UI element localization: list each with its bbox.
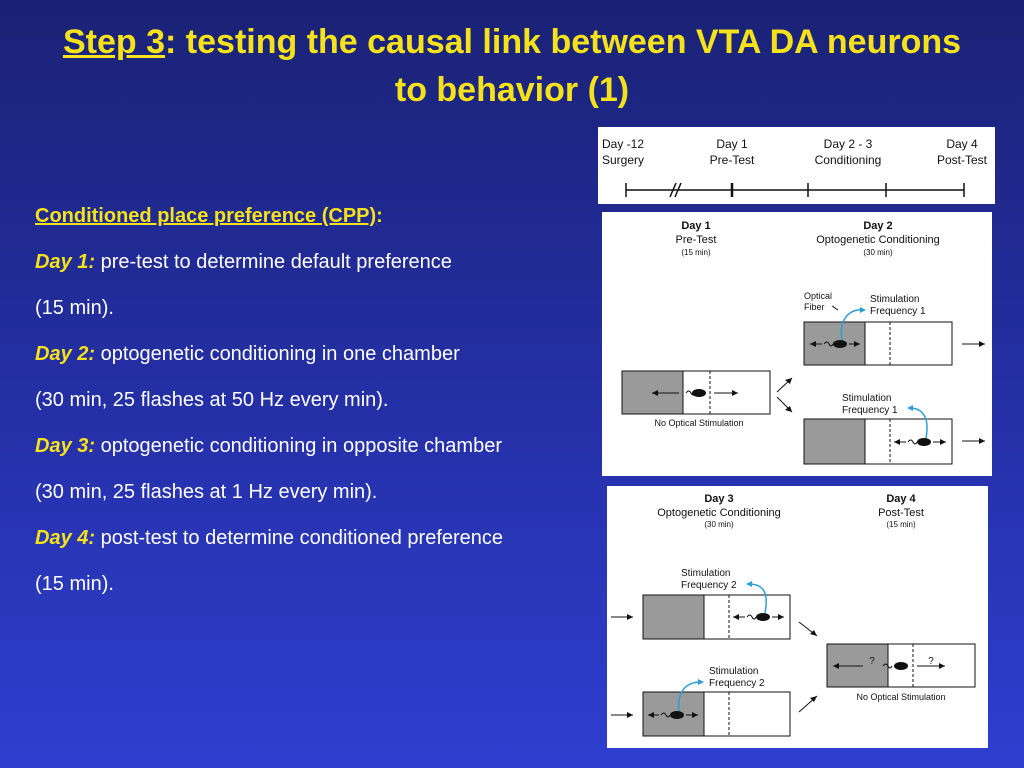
day3-cont: (30 min, 25 flashes at 1 Hz every min). [35, 481, 378, 503]
fig1-day2-bottom-chamber [803, 418, 953, 465]
fig2-day3-dur: (30 min) [704, 520, 734, 529]
fig2-question-left: ? [869, 656, 875, 667]
timeline-axis [625, 182, 965, 198]
cpp-heading: Conditioned place preference (CPP): [35, 205, 383, 227]
day2-line: Day 2: optogenetic conditioning in one c… [35, 343, 460, 365]
slide-title: Step 3: testing the causal link between … [10, 18, 1014, 114]
fig1-stim-top-b: Frequency 1 [870, 306, 926, 317]
fig1-day1-title: Day 1 [681, 220, 710, 232]
timeline-label-2a: Day 1 [716, 137, 748, 151]
fig1-day2-sub: Optogenetic Conditioning [816, 234, 940, 246]
timeline-figure: Day -12 Surgery Day 1 Pre-Test Day 2 - 3… [598, 127, 995, 204]
step-label: Step 3 [62, 23, 166, 61]
fig2-day4-dur: (15 min) [886, 520, 916, 529]
fig1-day2-title: Day 2 [863, 220, 892, 232]
fig1-optical-fiber-label-b: Fiber [804, 302, 825, 312]
mouse-icon [670, 711, 684, 719]
timeline-label-4b: Post-Test [937, 153, 988, 167]
timeline-label-1b: Surgery [602, 153, 644, 167]
timeline-label-4a: Day 4 [946, 137, 978, 151]
mouse-icon [692, 389, 706, 397]
title-line-1: Step 3: testing the causal link between … [10, 18, 1014, 66]
day3-line: Day 3: optogenetic conditioning in oppos… [35, 435, 502, 457]
fig2-day3-title: Day 3 [704, 493, 733, 505]
fig2-day3-bottom-chamber [642, 691, 791, 737]
fig1-stim-bottom-a: Stimulation [842, 393, 891, 404]
fig1-day1-sub: Pre-Test [676, 234, 717, 246]
title-line-1-rest: : testing the causal link between VTA DA… [165, 23, 962, 61]
timeline-label-1a: Day -12 [602, 137, 644, 151]
mouse-icon [894, 662, 908, 670]
fig1-stim-top-a: Stimulation [870, 294, 919, 305]
fig1-no-stim-label: No Optical Stimulation [654, 418, 743, 428]
day4-cont: (15 min). [35, 573, 114, 595]
fig2-no-stim-label: No Optical Stimulation [856, 692, 945, 702]
title-line-2: to behavior (1) [394, 71, 630, 109]
fig1-day2-top-chamber [803, 321, 953, 366]
conditioning-figure-day1-day2: Day 1 Pre-Test (15 min) Day 2 Optogeneti… [602, 212, 992, 476]
mouse-icon [833, 340, 847, 348]
day1-cont: (15 min). [35, 297, 114, 319]
protocol-text: Conditioned place preference (CPP): Day … [35, 200, 605, 614]
fig2-stim-bottom-a: Stimulation [709, 666, 758, 677]
fig2-stim-top-a: Stimulation [681, 568, 730, 579]
timeline-label-3b: Conditioning [815, 153, 882, 167]
day2-cont: (30 min, 25 flashes at 50 Hz every min). [35, 389, 389, 411]
fig1-day2-dur: (30 min) [863, 248, 893, 257]
day4-line: Day 4: post-test to determine conditione… [35, 527, 504, 549]
timeline-label-2b: Pre-Test [710, 153, 755, 167]
fig2-day3-top-chamber [642, 594, 791, 640]
fig2-day3-sub: Optogenetic Conditioning [657, 507, 781, 519]
fig2-posttest-chamber [826, 643, 976, 688]
fig1-pretest-chamber [621, 370, 771, 415]
fig2-stim-top-b: Frequency 2 [681, 580, 737, 591]
fig1-stim-bottom-b: Frequency 1 [842, 405, 898, 416]
fig2-day4-sub: Post-Test [878, 507, 924, 519]
fig1-day1-dur: (15 min) [681, 248, 711, 257]
mouse-icon [756, 613, 770, 621]
day1-line: Day 1: pre-test to determine default pre… [35, 251, 452, 273]
fig2-stim-bottom-b: Frequency 2 [709, 678, 765, 689]
timeline-label-3a: Day 2 - 3 [824, 137, 873, 151]
conditioning-figure-day3-day4: Day 3 Optogenetic Conditioning (30 min) … [607, 486, 988, 748]
mouse-icon [917, 438, 931, 446]
fig1-optical-fiber-label-a: Optical [804, 291, 832, 301]
fig2-day4-title: Day 4 [886, 493, 916, 505]
fig2-question-right: ? [928, 656, 934, 667]
